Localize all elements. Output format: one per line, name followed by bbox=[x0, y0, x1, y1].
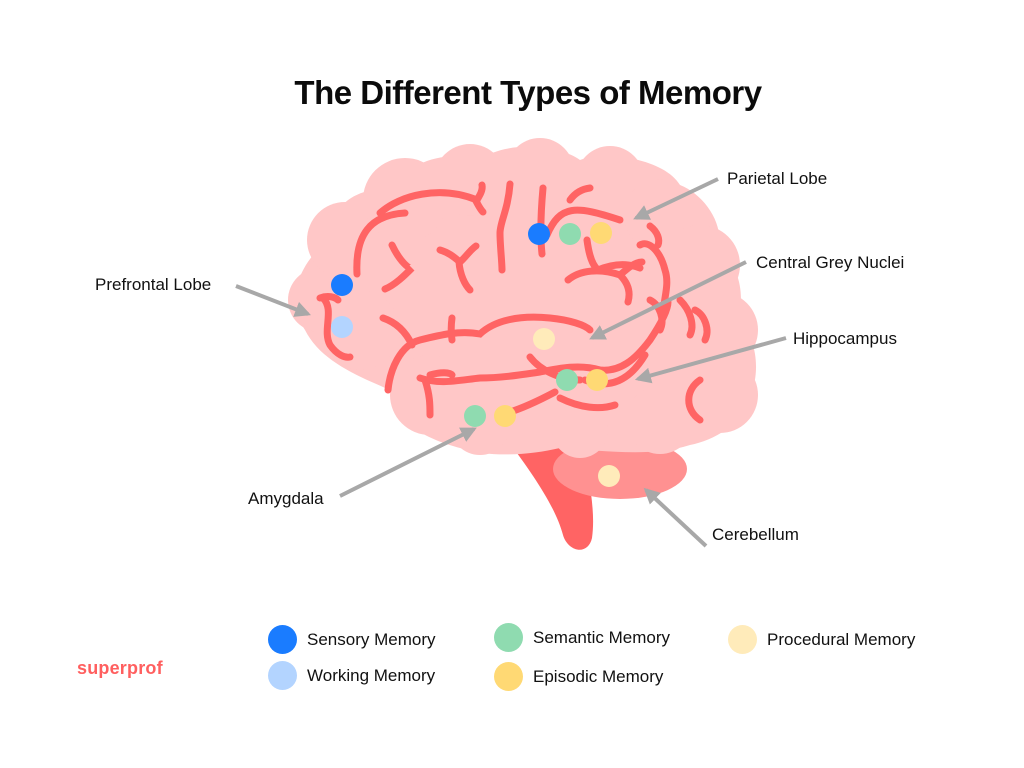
legend-item-episodic: Episodic Memory bbox=[494, 662, 663, 691]
semantic-dot-amygdala bbox=[464, 405, 486, 427]
episodic-dot-hippocampus bbox=[586, 369, 608, 391]
working-dot-prefrontal bbox=[331, 316, 353, 338]
superprof-logo: superprof bbox=[77, 658, 163, 678]
label-cerebellum: Cerebellum bbox=[712, 525, 799, 544]
legend-label: Semantic Memory bbox=[533, 627, 670, 647]
gyri-lines bbox=[316, 180, 711, 424]
legend-item-procedural: Procedural Memory bbox=[728, 625, 915, 654]
green-dot-icon bbox=[494, 623, 523, 652]
label-hippocampus: Hippocampus bbox=[793, 329, 897, 348]
legend-label: Procedural Memory bbox=[767, 629, 916, 649]
yellow-dot-icon bbox=[494, 662, 523, 691]
legend-item-semantic: Semantic Memory bbox=[494, 623, 670, 652]
pointer-arrows bbox=[235, 177, 787, 548]
blue-dot-icon bbox=[268, 625, 297, 654]
sensory-dot-prefrontal bbox=[331, 274, 353, 296]
label-amygdala: Amygdala bbox=[248, 489, 324, 508]
arrow-hippocampus bbox=[634, 336, 787, 384]
semantic-dot-hippocampus bbox=[556, 369, 578, 391]
light-blue-dot-icon bbox=[268, 661, 297, 690]
arrow-parietal bbox=[633, 177, 719, 220]
legend-label: Episodic Memory bbox=[533, 666, 664, 686]
legend-item-working: Working Memory bbox=[268, 661, 435, 690]
episodic-dot-parietal bbox=[590, 222, 612, 244]
procedural-dot-central bbox=[533, 328, 555, 350]
arrow-prefrontal bbox=[235, 284, 311, 317]
legend-item-sensory: Sensory Memory bbox=[268, 625, 435, 654]
legend-label: Sensory Memory bbox=[307, 629, 436, 649]
label-prefrontal-lobe: Prefrontal Lobe bbox=[95, 275, 212, 294]
label-parietal-lobe: Parietal Lobe bbox=[727, 169, 828, 188]
legend-label: Working Memory bbox=[307, 665, 436, 685]
arrow-cerebellum bbox=[643, 487, 708, 548]
memory-dots bbox=[331, 222, 620, 487]
page-title: The Different Types of Memory bbox=[294, 74, 762, 111]
procedural-dot-cerebellum bbox=[598, 465, 620, 487]
arrow-central-grey bbox=[589, 260, 747, 340]
arrow-amygdala bbox=[339, 427, 477, 498]
sensory-dot-parietal bbox=[528, 223, 550, 245]
label-central-grey-nuclei: Central Grey Nuclei bbox=[756, 253, 905, 272]
semantic-dot-parietal bbox=[559, 223, 581, 245]
episodic-dot-amygdala bbox=[494, 405, 516, 427]
cream-dot-icon bbox=[728, 625, 757, 654]
